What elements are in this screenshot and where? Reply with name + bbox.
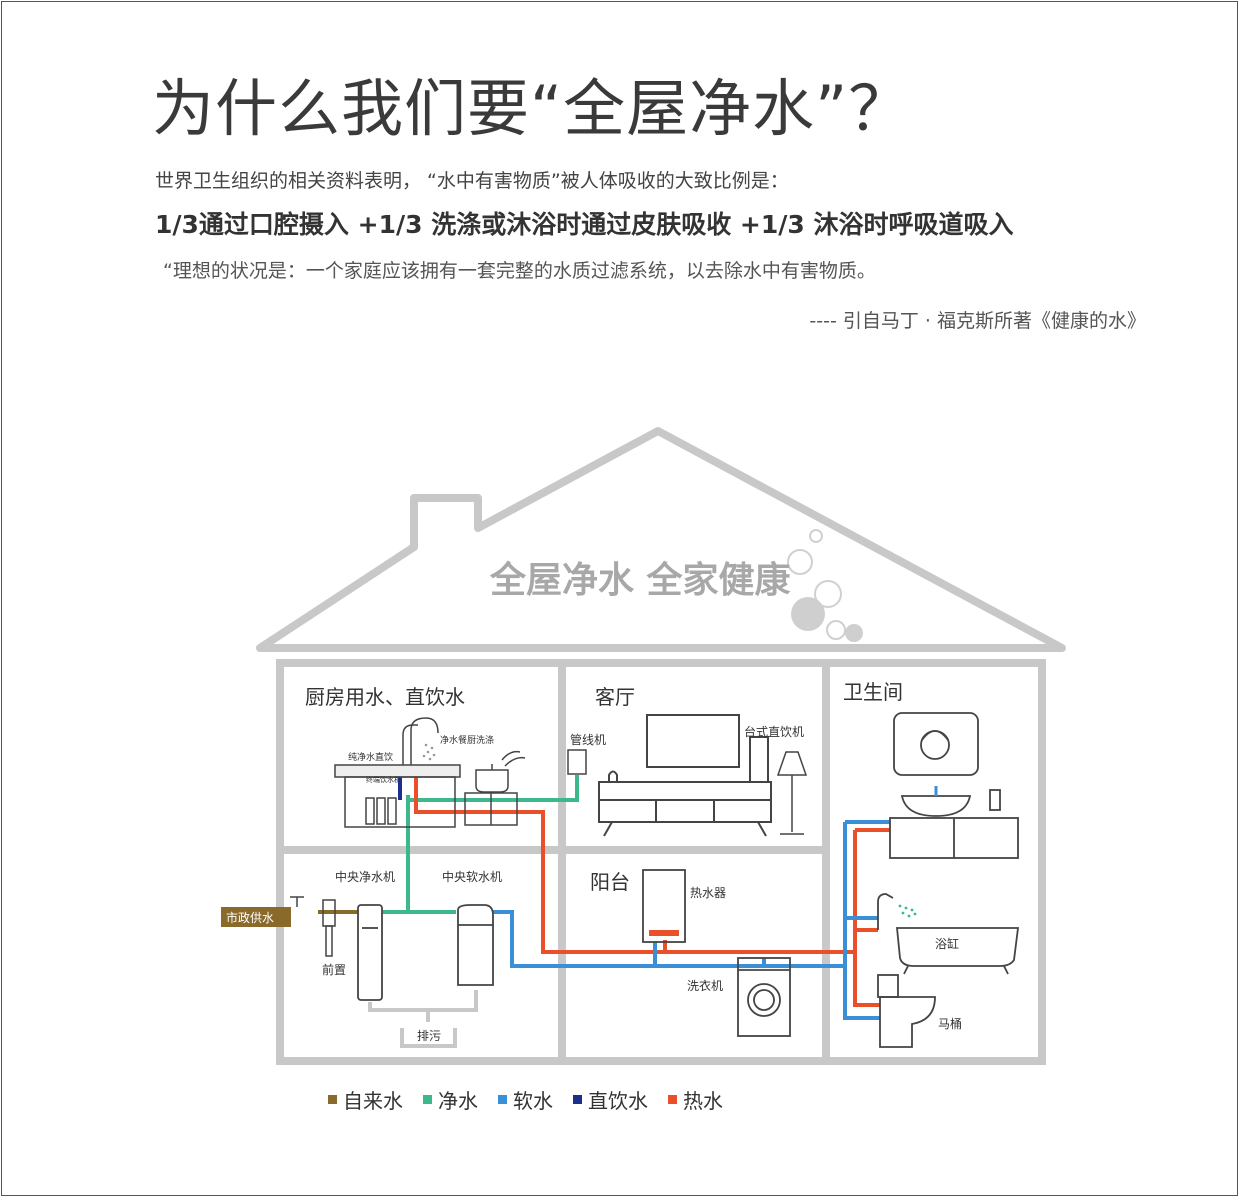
page-title: 为什么我们要“全屋净水”？ — [152, 72, 912, 145]
room-balcony: 阳台 — [590, 870, 630, 894]
shower-icon — [877, 893, 894, 930]
spray-icon — [422, 743, 436, 761]
label-drain: 排污 — [417, 1029, 441, 1043]
bubbles-decoration — [787, 529, 863, 642]
label-prefilter: 前置 — [322, 962, 346, 977]
legend-label: 热水 — [683, 1089, 723, 1113]
washbasin-icon — [889, 786, 1019, 859]
intro-text: 世界卫生组织的相关资料表明， “水中有害物质”被人体吸收的大致比例是： — [155, 170, 789, 192]
shower-spray-icon — [898, 904, 917, 918]
roof-outline — [256, 427, 1066, 652]
floor-lamp-icon — [776, 751, 808, 835]
legend: 自来水 净水 软水 直饮水 热水 — [328, 1085, 723, 1114]
legend-swatch — [573, 1095, 582, 1104]
label-washer: 洗衣机 — [687, 978, 723, 993]
toilet-icon — [877, 974, 936, 1048]
municipal-supply-tag — [221, 907, 291, 927]
pipe-purified — [382, 775, 579, 914]
kitchen-sink-icon — [334, 717, 526, 828]
label-municipal: 市政供水 — [226, 910, 274, 925]
legend-item: 直饮水 — [573, 1085, 648, 1114]
label-pipeline-machine: 管线机 — [570, 732, 606, 747]
legend-item: 净水 — [423, 1085, 478, 1114]
central-purifier-icon — [357, 904, 383, 1001]
quote-text: “理想的状况是：一个家庭应该拥有一套完整的水质过滤系统，以去除水中有害物质。 — [163, 260, 876, 282]
house-walls — [276, 659, 1046, 1065]
legend-item: 自来水 — [328, 1085, 403, 1114]
legend-swatch — [423, 1095, 432, 1104]
legend-label: 软水 — [513, 1089, 553, 1113]
label-sink-wash: 净水餐厨洗涤 — [440, 734, 494, 746]
prefilter-icon — [290, 896, 336, 957]
legend-item: 热水 — [668, 1085, 723, 1114]
room-kitchen: 厨房用水、直饮水 — [305, 685, 465, 709]
pipe-soft — [493, 820, 890, 1020]
pipe-hot — [414, 770, 890, 1007]
label-terminal: 终端饮水机 — [366, 775, 401, 784]
legend-label: 直饮水 — [588, 1089, 648, 1113]
legend-label: 自来水 — [343, 1089, 403, 1113]
absorption-ratio: 1/3通过口腔摄入 +1/3 洗涤或沐浴时通过皮肤吸收 +1/3 沐浴时呼吸道吸… — [155, 210, 1014, 239]
legend-item: 软水 — [498, 1085, 553, 1114]
legend-swatch — [668, 1095, 677, 1104]
citation: ---- 引自马丁 · 福克斯所著《健康的水》 — [809, 310, 1146, 332]
pipeline-machine-icon — [567, 749, 587, 775]
label-central-softener: 中央软水机 — [442, 869, 502, 884]
washing-machine-icon — [737, 957, 791, 1037]
slogan: 全屋净水 全家健康 — [489, 559, 791, 601]
legend-label: 净水 — [438, 1089, 478, 1113]
bathtub-icon — [896, 927, 1020, 975]
label-central-purifier: 中央净水机 — [335, 869, 395, 884]
drain-pipe — [368, 990, 478, 1048]
central-softener-icon — [457, 904, 494, 986]
label-pure-drink: 纯净水直饮 — [348, 751, 393, 763]
room-living: 客厅 — [595, 685, 635, 709]
room-bathroom: 卫生间 — [843, 680, 903, 704]
label-desktop-drink: 台式直饮机 — [744, 724, 804, 739]
label-bathtub: 浴缸 — [935, 936, 959, 951]
label-toilet: 马桶 — [938, 1016, 962, 1031]
legend-swatch — [328, 1095, 337, 1104]
label-heater: 热水器 — [690, 886, 726, 900]
water-heater-icon — [642, 869, 686, 943]
mirror-icon — [893, 712, 979, 776]
tv-icon — [598, 714, 772, 837]
legend-swatch — [498, 1095, 507, 1104]
